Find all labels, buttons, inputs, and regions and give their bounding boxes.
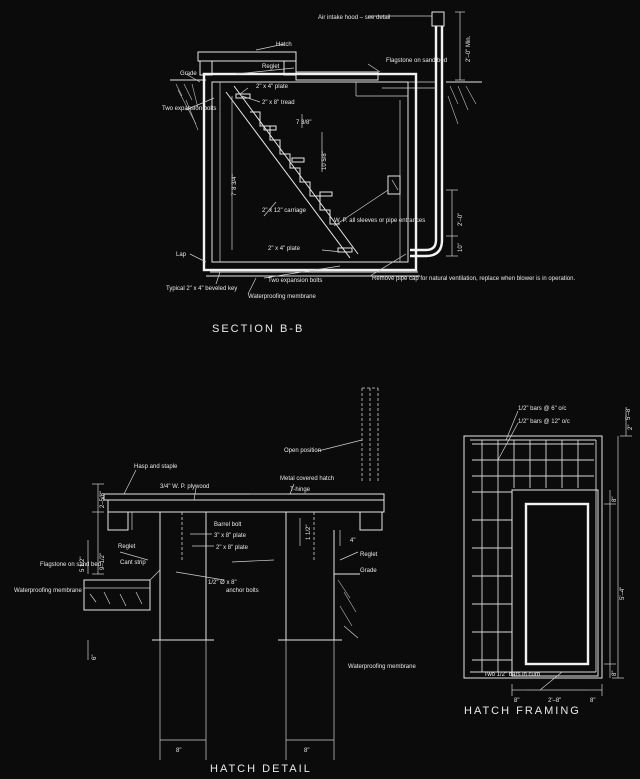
label-open-position: Open position [284,448,321,454]
detail-hatch-cover [107,499,385,513]
label-grade-r: Grade [360,568,377,574]
section-leaders [185,15,432,295]
label-anchor: 1/2" Ø x 8" [208,580,237,586]
label-carriage: 2" x 12" carriage [262,208,307,214]
label-dim-112: 1 1/2" [306,525,312,540]
label-dim-6: 6" [92,655,98,660]
label-dim-min: 2'–0" Min. [466,35,472,62]
label-pipe-cap: Remove pipe cap for natural ventilation,… [372,276,575,282]
label-dim-258: 2–5/8" [100,491,106,508]
label-t-hinge: T-hinge [290,487,311,493]
label-membrane: Waterproofing membrane [248,294,316,300]
label-dim-8r: 8" [590,698,595,704]
label-plate-bottom: 2" x 4" plate [268,246,301,252]
label-plywood: 3/4" W. P. plywood [160,484,209,490]
label-dim-8l: 8" [514,698,519,704]
label-dim-8b: 8" [304,748,309,754]
label-hatch: Hatch [276,42,292,48]
label-anchor-2: anchor bolts [226,588,259,594]
grade-hatching [170,79,482,131]
detail-dims [87,483,341,741]
hatch-framing: 1/2" bars @ 6" o/c 1/2" bars @ 12" o/c T… [463,406,634,717]
label-bolts-bottom: Two expansion bolts [268,278,322,284]
label-bars6: 1/2" bars @ 6" o/c [518,406,566,412]
label-reglet-l: Reglet [118,544,136,550]
section-b-b: Air intake hood – see detail Hatch Flags… [162,11,575,335]
label-dim-10: 10" [458,243,464,252]
label-dim-54: 5'–4" [620,587,626,600]
section-title: SECTION B-B [212,323,304,335]
label-plate-3x8: 3" x 8" plate [214,533,247,539]
open-position-hatch [361,387,379,482]
detail-title: HATCH DETAIL [210,763,312,775]
label-wp: W. P. all sleeves or pipe entrances [334,218,425,224]
label-dim-8a: 8" [176,748,181,754]
label-beveled-key: Typical 2" x 4" beveled key [166,286,237,292]
label-cant: Cant strip [120,560,146,566]
label-dim-8bot: 8" [612,671,618,676]
section-dims [231,11,465,257]
label-dim-2ft: 2'–0" [458,213,464,226]
label-dim-58: 5'–8" [626,407,632,420]
framing-grid [470,439,597,673]
label-reglet: Reglet [262,64,280,70]
hatch-cover [197,51,297,62]
label-barrel-bolt: Barrel bolt [214,522,242,528]
label-dim-28: 2'–8" [548,698,561,704]
detail-leaders [119,439,363,639]
hatch-detail: Open position Hasp and staple 3/4" W. P.… [14,387,416,775]
label-plate-top: 2" x 4" plate [256,84,289,90]
label-riser: 7 3/8" [296,120,311,126]
label-curb: Two 1/2" bars in curb [484,672,541,678]
framing-title: HATCH FRAMING [464,705,581,717]
flagstone-bed [83,569,161,611]
label-flagstone: Flagstone on sand bed [386,58,447,64]
label-height: 7' 8 3/4" [232,174,238,196]
framing-dims [511,412,632,696]
label-lap: Lap [176,252,187,258]
label-expansion-bolts: Two expansion bolts [162,106,216,112]
label-dim-2: 2" [628,425,634,430]
detail-grade [334,573,360,627]
label-membrane-r: Waterproofing membrane [348,664,416,670]
label-membrane-l: Waterproofing membrane [14,588,82,594]
label-hasp: Hasp and staple [134,464,178,470]
label-grade: Grade [180,71,197,77]
label-bars12: 1/2" bars @ 12" o/c [518,419,570,425]
label-air-intake: Air intake hood – see detail [318,15,390,21]
framing-leaders [497,410,563,691]
label-dim-8top: 8" [612,497,618,502]
label-metal-hatch: Metal covered hatch [280,476,334,482]
stair [225,85,359,259]
label-flagstone-detail: Flagstone on sand bed [40,562,101,568]
label-dim-912: 9–1/2" [100,553,106,570]
label-dim-512: 5 1/2" [80,557,86,572]
vault-walls [202,72,420,277]
label-tread: 2" x 8" tread [262,100,295,106]
label-plate-2x8: 2" x 8" plate [216,545,249,551]
label-dim-4: 4" [350,538,355,544]
label-reglet-r: Reglet [360,552,378,558]
label-run: 10 5/8" [322,151,328,170]
